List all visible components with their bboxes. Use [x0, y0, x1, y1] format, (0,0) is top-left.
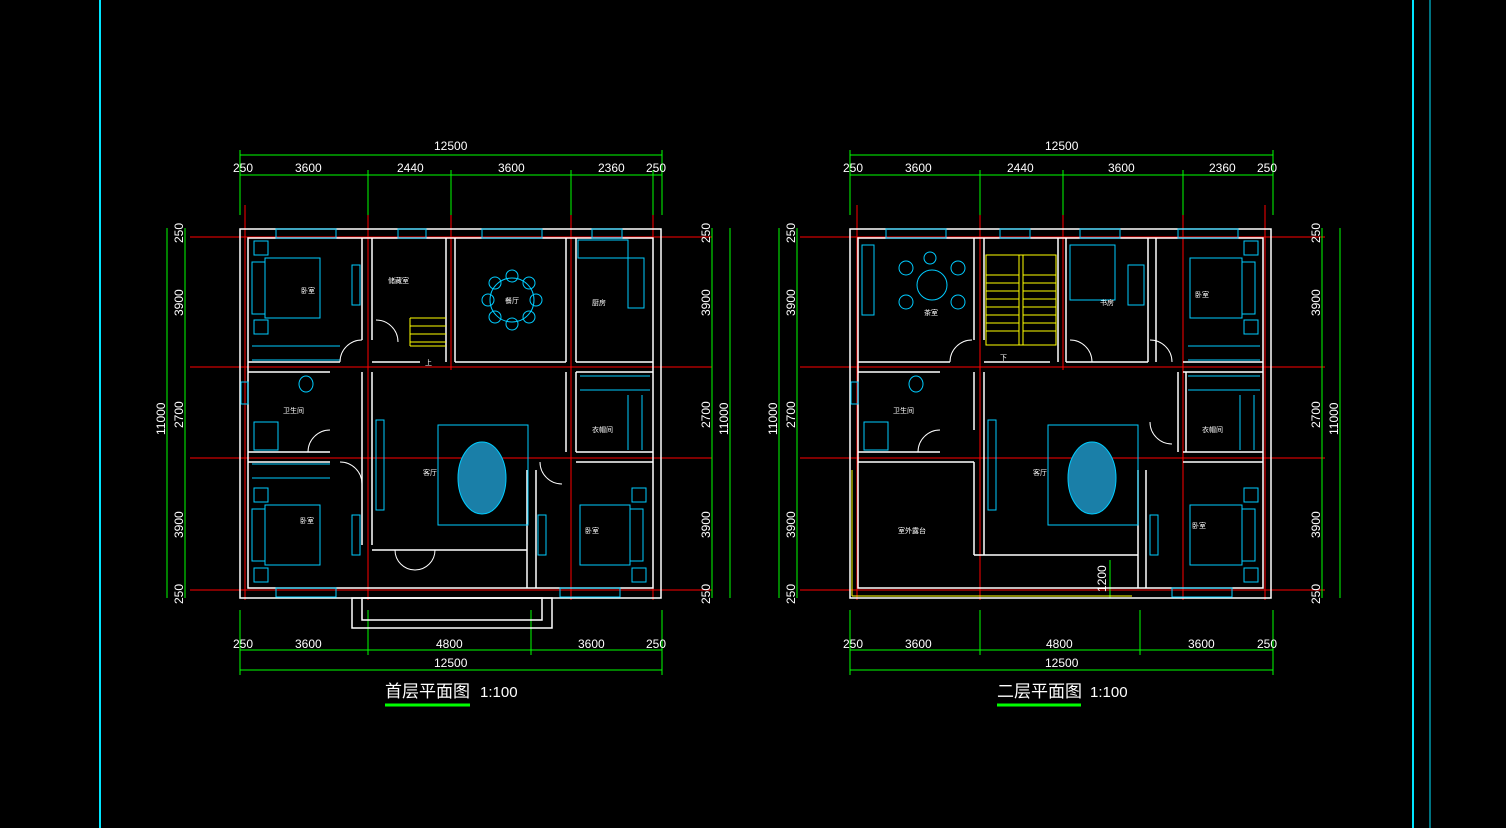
dim-top-seg-1: 250 [233, 161, 253, 175]
dim-right-seg-3: 2700 [699, 401, 713, 428]
stair-up-label: 上 [425, 358, 432, 367]
room-label-dining: 餐厅 [505, 296, 519, 305]
dim-right-seg-5: 250 [1309, 584, 1323, 604]
room-label-study: 书房 [1100, 298, 1114, 307]
furniture [251, 239, 647, 583]
room-label-bedroom-2: 卧室 [1192, 521, 1206, 530]
dim-top-seg-6: 250 [646, 161, 666, 175]
sheet-frame [99, 0, 1431, 828]
dim-left-seg-2: 3900 [784, 289, 798, 316]
plan-scale: 1:100 [480, 684, 518, 701]
dim-bottom-seg-1: 250 [843, 637, 863, 651]
doors [307, 319, 563, 571]
room-label-living: 客厅 [423, 468, 437, 477]
dim-top-seg-4: 3600 [498, 161, 525, 175]
dim-balcony-depth: 1200 [1095, 565, 1109, 592]
dim-right-seg-4: 3900 [699, 511, 713, 538]
room-label-tea-room: 茶室 [924, 308, 938, 317]
dim-left-seg-5: 250 [172, 584, 186, 604]
plan-title: 首层平面图 [385, 682, 470, 702]
dimension-lines [166, 150, 731, 675]
plan-scale: 1:100 [1090, 684, 1128, 701]
room-label-bedroom-2: 卧室 [300, 516, 314, 525]
dim-right-seg-1: 250 [1309, 223, 1323, 243]
dim-bottom-total: 12500 [1045, 656, 1079, 670]
stair-down-label: 下 [1000, 354, 1007, 362]
dim-top-seg-2: 3600 [905, 161, 932, 175]
terrace-edge [851, 470, 1132, 597]
dim-bottom-seg-5: 250 [1257, 637, 1277, 651]
dim-bottom-seg-5: 250 [646, 637, 666, 651]
room-label-terrace: 室外露台 [898, 526, 926, 535]
dim-bottom-seg-1: 250 [233, 637, 253, 651]
dim-top-seg-5: 2360 [1209, 161, 1236, 175]
stair [409, 317, 446, 347]
dimension-lines [778, 150, 1341, 675]
dim-top-seg-1: 250 [843, 161, 863, 175]
dim-top-seg-2: 3600 [295, 161, 322, 175]
dim-bottom-seg-4: 3600 [1188, 637, 1215, 651]
dim-left-seg-1: 250 [172, 223, 186, 243]
dim-bottom-seg-2: 3600 [295, 637, 322, 651]
windows [850, 228, 1239, 598]
room-label-bathroom: 卫生间 [283, 406, 304, 415]
doors [917, 339, 1173, 453]
room-label-bedroom-3: 卧室 [585, 526, 599, 535]
dim-left-seg-3: 2700 [172, 401, 186, 428]
dim-bottom-seg-3: 4800 [436, 637, 463, 651]
dim-top-seg-5: 2360 [598, 161, 625, 175]
dim-right-total: 11000 [1327, 402, 1341, 435]
closet-hatch [1188, 345, 1260, 450]
walls [849, 228, 1272, 599]
room-label-bedroom-1: 卧室 [301, 286, 315, 295]
axis-grid [190, 205, 712, 600]
plan-title: 二层平面图 [997, 682, 1082, 702]
walls [239, 228, 662, 629]
stair [985, 254, 1057, 346]
dim-top-seg-6: 250 [1257, 161, 1277, 175]
dim-right-seg-1: 250 [699, 223, 713, 243]
room-label-bathroom: 卫生间 [893, 406, 914, 415]
axis-grid [800, 205, 1325, 600]
dim-left-total: 11000 [154, 402, 168, 435]
dim-left-seg-2: 3900 [172, 289, 186, 316]
dim-left-seg-4: 3900 [784, 511, 798, 538]
room-label-closet: 衣帽间 [592, 425, 613, 434]
dim-right-seg-2: 3900 [699, 289, 713, 316]
closet-hatch [252, 345, 650, 479]
windows [240, 228, 623, 598]
dim-top-seg-4: 3600 [1108, 161, 1135, 175]
dim-bottom-total: 12500 [434, 656, 468, 670]
living-rug [457, 441, 507, 515]
dim-left-seg-3: 2700 [784, 401, 798, 428]
dim-top-total: 12500 [1045, 139, 1079, 153]
dim-right-seg-3: 2700 [1309, 401, 1323, 428]
room-label-bedroom-1: 卧室 [1195, 290, 1209, 299]
dim-left-seg-1: 250 [784, 223, 798, 243]
dim-right-seg-4: 3900 [1309, 511, 1323, 538]
room-label-living: 客厅 [1033, 468, 1047, 477]
dim-bottom-seg-3: 4800 [1046, 637, 1073, 651]
dim-left-seg-4: 3900 [172, 511, 186, 538]
dim-right-seg-5: 250 [699, 584, 713, 604]
dim-bottom-seg-4: 3600 [578, 637, 605, 651]
second-floor-plan: 茶室 下 书房 卧室 卫生间 客厅 衣帽间 室外露台 卧室 12500 250 … [766, 139, 1341, 707]
dim-top-seg-3: 2440 [397, 161, 424, 175]
first-floor-plan: 卧室 储藏室 餐厅 厨房 卫生间 上 衣帽间 客厅 卧室 卧室 12500 25… [154, 139, 731, 707]
room-label-closet: 衣帽间 [1202, 425, 1223, 434]
dim-bottom-seg-2: 3600 [905, 637, 932, 651]
dim-top-total: 12500 [434, 139, 468, 153]
dim-top-seg-3: 2440 [1007, 161, 1034, 175]
room-label-storage: 储藏室 [388, 276, 409, 285]
dim-left-total: 11000 [766, 402, 780, 435]
dim-right-seg-2: 3900 [1309, 289, 1323, 316]
dim-right-total: 11000 [717, 402, 731, 435]
living-rug [1067, 441, 1117, 515]
dim-left-seg-5: 250 [784, 584, 798, 604]
room-label-kitchen: 厨房 [592, 298, 606, 307]
furniture [861, 240, 1259, 583]
